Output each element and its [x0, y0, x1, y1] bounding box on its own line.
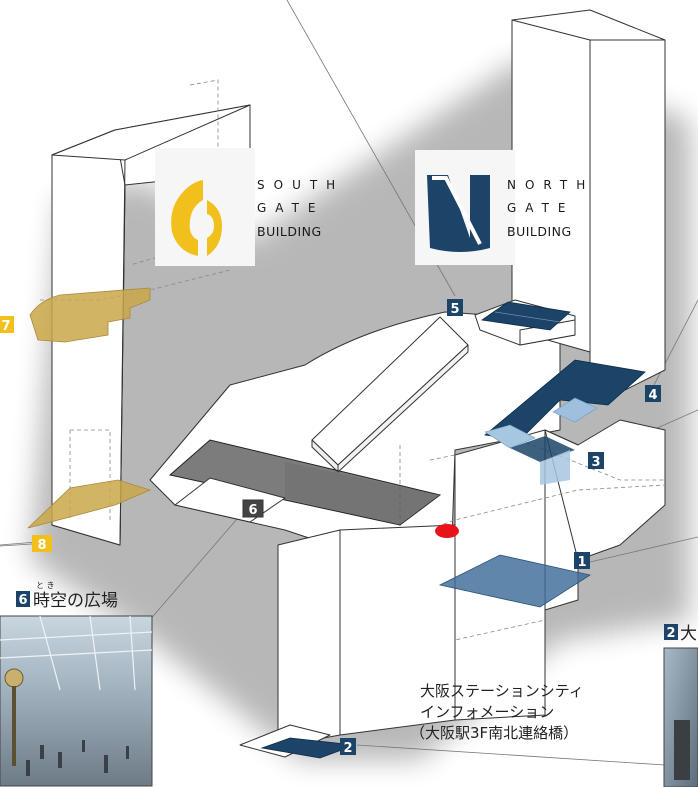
photo-6-label: 時空の広場	[33, 591, 118, 611]
photo-callout-6[interactable]: 6 と き 時空の広場	[0, 581, 153, 787]
leader-line-8	[0, 543, 33, 547]
marker-7[interactable]: 7	[0, 316, 14, 334]
south-floor-8	[27, 479, 152, 529]
marker-6[interactable]: 6	[242, 499, 264, 518]
svg-text:3: 3	[591, 455, 600, 470]
svg-text:4: 4	[648, 388, 657, 403]
photo-callout-2[interactable]: 2 大	[663, 624, 698, 787]
marker-4[interactable]: 4	[645, 385, 661, 403]
svg-text:8: 8	[37, 538, 46, 553]
photo-6-image	[0, 615, 153, 787]
photo-6-ruby: と き	[36, 581, 55, 590]
marker-3[interactable]: 3	[588, 452, 604, 470]
north-floor-5	[480, 301, 571, 331]
south-gate-logo-icon	[171, 180, 222, 256]
north-floor-3	[484, 424, 575, 485]
marker-8[interactable]: 8	[32, 535, 52, 553]
photo-2-label-number: 2	[666, 626, 675, 641]
info-line1: 大阪ステーションシティ	[420, 682, 584, 700]
south-floor-7	[29, 287, 151, 343]
north-brand-line2: GATE	[507, 201, 575, 215]
svg-text:7: 7	[1, 319, 10, 334]
photo-6-label-badge	[16, 591, 30, 607]
svg-text:2: 2	[343, 741, 352, 756]
info-point-marker-icon[interactable]	[435, 524, 459, 538]
north-brand-line3: BUILDING	[507, 224, 572, 239]
photo-6-clock-icon	[4, 668, 24, 766]
photo-6-roof-lines	[0, 615, 153, 691]
lower-front-block	[239, 524, 456, 758]
south-brand-line1: SOUTH	[257, 178, 344, 192]
north-brand-line1: NORTH	[507, 178, 594, 192]
svg-text:1: 1	[577, 555, 586, 570]
photo-2-person	[674, 720, 690, 780]
info-line3: （大阪駅3F南北連絡橋）	[410, 724, 578, 742]
photo-2-label: 大	[680, 624, 697, 644]
photo-6-label-number: 6	[18, 593, 27, 608]
marker-5[interactable]: 5	[447, 299, 463, 317]
north-gate-logo-icon	[427, 175, 490, 252]
north-floor-1	[438, 554, 592, 608]
south-brand-line3: BUILDING	[257, 224, 322, 239]
south-brand-line2: GATE	[257, 201, 325, 215]
photo-6-people	[26, 740, 129, 776]
svg-text:5: 5	[450, 302, 459, 317]
marker-1[interactable]: 1	[574, 552, 590, 570]
marker-2[interactable]: 2	[340, 738, 356, 756]
photo-2-label-badge	[664, 624, 678, 640]
svg-text:6: 6	[248, 503, 257, 518]
south-logo-panel	[155, 148, 255, 266]
info-line2: インフォメーション	[420, 703, 554, 721]
